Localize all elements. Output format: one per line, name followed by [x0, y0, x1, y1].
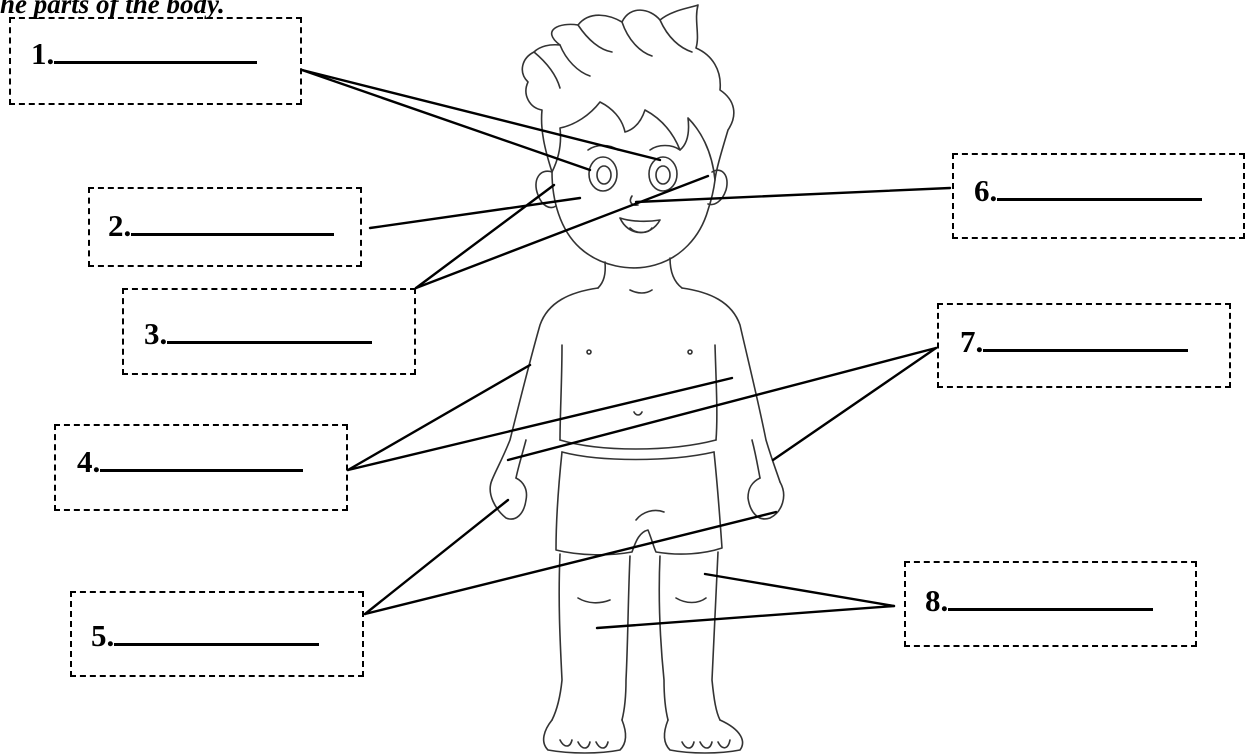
right-forearm-inner: [751, 439, 761, 479]
hair-strand-1: [577, 24, 613, 53]
shorts-outline: [555, 451, 723, 556]
right-leg-inner: [658, 555, 669, 721]
shorts-top: [561, 451, 715, 461]
right-foot: [663, 719, 744, 754]
left-eye: [588, 156, 618, 192]
hair-strand-5: [533, 51, 561, 89]
label-box-1: [9, 17, 302, 105]
answer-blank-6[interactable]: [997, 196, 1203, 201]
label-text-6: 6.: [974, 173, 1203, 208]
label-box-6: [952, 153, 1245, 239]
answer-blank-2[interactable]: [131, 231, 335, 236]
label-box-8: [904, 561, 1197, 647]
pointer-8a: [703, 572, 896, 608]
right-knee: [675, 597, 707, 604]
inner-arm-left: [559, 344, 563, 441]
instruction-text: he parts of the body.: [0, 0, 225, 19]
answer-blank-3[interactable]: [167, 339, 373, 344]
left-nipple: [586, 349, 592, 355]
hair-outline: [521, 4, 735, 181]
left-toes: [559, 739, 609, 749]
label-number-1: 1.: [31, 36, 55, 71]
pointer-3b: [414, 174, 710, 290]
pointer-8b: [595, 604, 896, 630]
left-leg-outer: [551, 553, 563, 721]
pointer-5b: [363, 510, 778, 616]
pointer-1b: [300, 68, 662, 162]
collarbone: [629, 289, 653, 294]
answer-blank-5[interactable]: [114, 641, 320, 646]
neck-right: [669, 257, 683, 289]
left-foot: [542, 719, 627, 754]
left-forearm-inner: [515, 439, 527, 479]
right-toes: [681, 739, 731, 749]
hair-strand-3: [659, 19, 693, 53]
left-ear: [535, 170, 557, 209]
label-box-2: [88, 187, 362, 267]
face-outline: [551, 171, 716, 269]
left-leg-inner: [621, 555, 631, 721]
label-box-4: [54, 424, 348, 511]
pointer-7b: [771, 346, 938, 462]
answer-blank-7[interactable]: [983, 347, 1189, 352]
label-number-3: 3.: [144, 316, 168, 351]
navel: [633, 411, 643, 416]
inner-arm-right: [714, 344, 718, 441]
pointer-lines: [300, 68, 952, 630]
pointer-5a: [363, 498, 510, 616]
label-number-4: 4.: [77, 444, 101, 479]
label-number-8: 8.: [925, 583, 949, 618]
right-eyebrow: [649, 144, 681, 151]
right-hand: [747, 477, 785, 520]
mouth: [619, 217, 661, 234]
torso-left: [491, 287, 599, 481]
hair-strand-2: [621, 21, 653, 57]
label-text-1: 1.: [31, 36, 258, 71]
answer-blank-4[interactable]: [100, 467, 304, 472]
right-iris: [655, 165, 671, 185]
left-knee: [577, 597, 611, 604]
label-number-7: 7.: [960, 324, 984, 359]
label-number-5: 5.: [91, 618, 115, 653]
pointer-4a: [346, 363, 532, 472]
pointer-3a: [414, 183, 556, 290]
torso-right: [681, 287, 781, 483]
label-box-3: [122, 288, 416, 375]
pointer-1a: [300, 68, 592, 172]
label-number-6: 6.: [974, 173, 998, 208]
pointer-4b: [346, 376, 734, 472]
neck-left: [597, 261, 607, 289]
tongue: [629, 227, 653, 234]
label-text-5: 5.: [91, 618, 320, 653]
right-nipple: [687, 349, 693, 355]
right-eye: [648, 156, 678, 192]
label-text-4: 4.: [77, 444, 304, 479]
left-iris: [596, 165, 612, 185]
label-text-3: 3.: [144, 316, 373, 351]
answer-blank-1[interactable]: [54, 59, 258, 64]
pointer-2: [368, 196, 582, 230]
hair-strand-4: [559, 44, 591, 77]
pointer-6: [634, 186, 952, 204]
label-text-7: 7.: [960, 324, 1189, 359]
shorts-fold: [635, 509, 665, 521]
pointer-7a: [506, 346, 938, 462]
answer-blank-8[interactable]: [948, 606, 1154, 611]
label-box-7: [937, 303, 1231, 388]
label-box-5: [70, 591, 364, 677]
label-number-2: 2.: [108, 208, 132, 243]
right-ear: [707, 169, 728, 206]
label-text-2: 2.: [108, 208, 335, 243]
label-text-8: 8.: [925, 583, 1154, 618]
right-leg-outer: [711, 551, 721, 721]
nose: [629, 195, 639, 206]
left-hand: [489, 477, 528, 520]
